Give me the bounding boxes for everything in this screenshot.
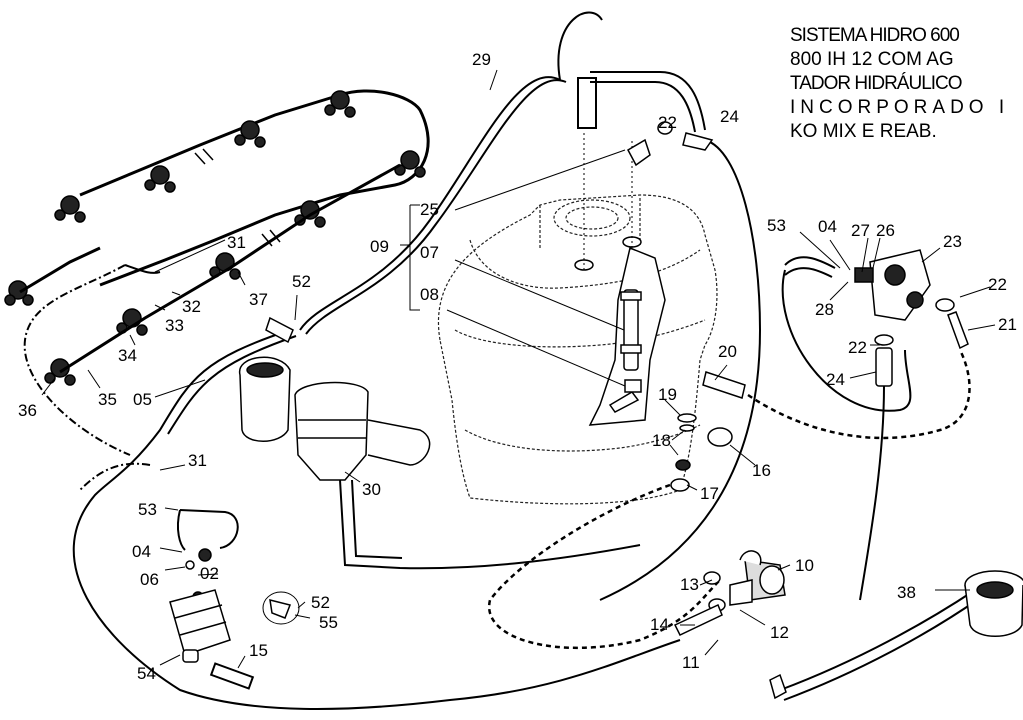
callout-25: 25 — [420, 200, 439, 219]
fittings — [185, 121, 787, 700]
leader-lines — [41, 69, 996, 669]
callout-12: 12 — [770, 623, 789, 642]
boom-upper — [4, 89, 430, 386]
callout-05: 05 — [133, 390, 152, 409]
callout-11: 11 — [682, 653, 700, 672]
callout-14: 14 — [650, 615, 669, 634]
callout-20: 20 — [718, 342, 737, 361]
callout-22: 22 — [848, 338, 867, 357]
hoses — [23, 11, 981, 710]
callout-34: 34 — [118, 346, 137, 365]
callout-10: 10 — [795, 556, 814, 575]
callout-27: 27 — [851, 221, 870, 240]
callout-22: 22 — [988, 275, 1007, 294]
callout-04: 04 — [132, 542, 151, 561]
callout-24: 24 — [720, 107, 739, 126]
callout-09: 09 — [370, 237, 389, 256]
callout-23: 23 — [943, 232, 962, 251]
tank-outline — [438, 194, 718, 505]
valve-assembly — [673, 550, 786, 636]
callout-07: 07 — [420, 243, 439, 262]
callout-32: 32 — [182, 297, 201, 316]
callout-24: 24 — [826, 370, 845, 389]
callout-31: 31 — [227, 233, 246, 252]
title-line-3: TADOR HIDRÁULICO — [790, 73, 963, 94]
callout-53: 53 — [767, 216, 786, 235]
callout-16: 16 — [752, 461, 771, 480]
callout-19: 19 — [658, 385, 677, 404]
callout-18: 18 — [652, 431, 671, 450]
callout-37: 37 — [249, 290, 268, 309]
callout-06: 06 — [140, 570, 159, 589]
callout-38: 38 — [897, 583, 916, 602]
callout-22: 22 — [658, 113, 677, 132]
callout-15: 15 — [249, 641, 268, 660]
valve-cluster — [854, 249, 969, 387]
callout-02: 02 — [200, 564, 219, 583]
title-line-4: INCORPORADO I — [790, 97, 1010, 118]
callout-30: 30 — [362, 480, 381, 499]
callout-55: 55 — [319, 613, 338, 632]
callout-52: 52 — [311, 593, 330, 612]
callout-13: 13 — [680, 575, 699, 594]
callout-54: 54 — [137, 664, 156, 683]
callout-17: 17 — [700, 484, 719, 503]
diagram-title: SISTEMA HIDRO 600 800 IH 12 COM AG TADOR… — [790, 24, 1023, 144]
callout-04: 04 — [818, 217, 837, 236]
callout-52: 52 — [292, 272, 311, 291]
callout-53: 53 — [138, 500, 157, 519]
callout-29: 29 — [472, 50, 491, 69]
callout-33: 33 — [165, 316, 184, 335]
callout-28: 28 — [815, 300, 834, 319]
manifold — [169, 589, 231, 663]
title-line-2: 800 IH 12 COM AG — [790, 49, 954, 70]
callout-26: 26 — [876, 221, 895, 240]
callout-21: 21 — [998, 315, 1017, 334]
callout-35: 35 — [98, 390, 117, 409]
callout-08: 08 — [420, 285, 439, 304]
mixer-tanks — [239, 356, 431, 481]
title-line-1: SISTEMA HIDRO 600 — [790, 25, 960, 46]
callout-36: 36 — [18, 401, 37, 420]
filter-bowl — [964, 570, 1023, 637]
agitator-bracket — [588, 246, 666, 426]
title-line-5: KO MIX E REAB. — [790, 121, 937, 142]
callout-labels: 29 22 24 25 09 07 08 31 32 33 34 35 36 3… — [18, 50, 1017, 683]
callout-31: 31 — [188, 451, 207, 470]
